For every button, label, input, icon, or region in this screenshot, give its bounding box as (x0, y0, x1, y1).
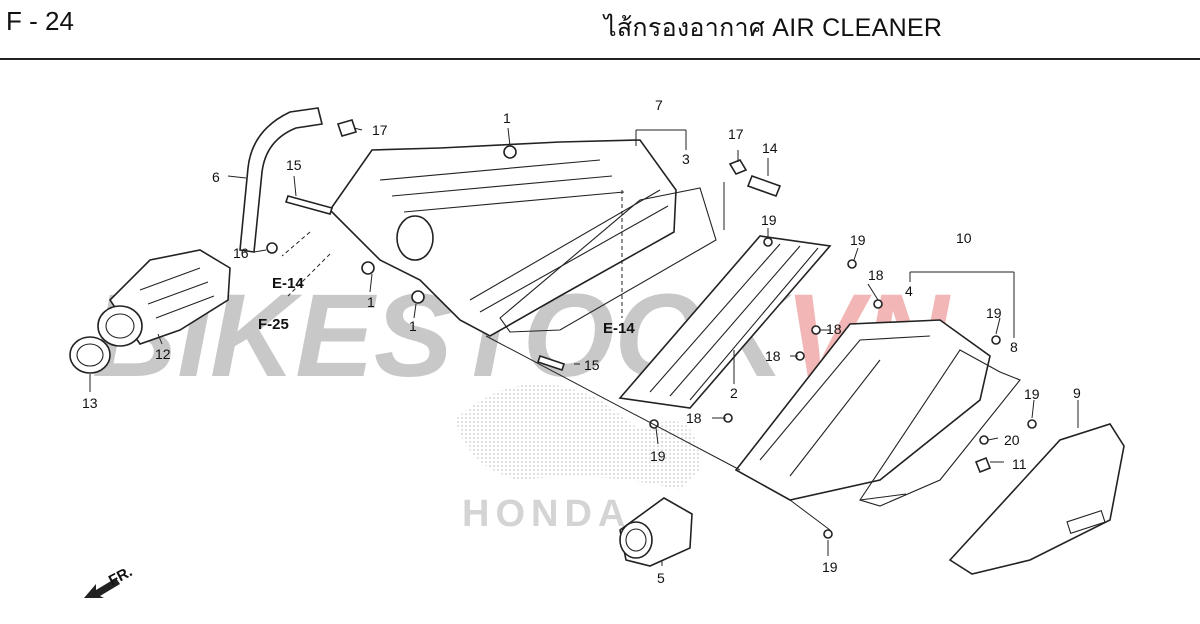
part-17-clip (336, 119, 358, 137)
page-code: F - 24 (6, 6, 74, 36)
callout-9: 9 (1073, 385, 1081, 401)
callout-2: 2 (730, 385, 738, 401)
part-4-cover (734, 319, 991, 501)
part-1-case (328, 139, 677, 337)
page-header: F - 24 ไส้กรองอากาศ AIR CLEANER (0, 0, 1200, 60)
ref-f25: F-25 (258, 316, 289, 333)
callout-13: 13 (82, 395, 98, 411)
ref-e14-left: E-14 (272, 275, 304, 292)
callout-19c: 19 (986, 305, 1002, 321)
callout-19e: 19 (650, 448, 666, 464)
callout-15a: 15 (286, 157, 302, 173)
callout-18b: 18 (826, 321, 842, 337)
honda-brand-text: HONDA (462, 493, 631, 535)
callout-19f: 19 (822, 559, 838, 575)
callout-17a: 17 (372, 122, 388, 138)
callout-4: 4 (905, 283, 913, 299)
callout-1c: 1 (409, 318, 417, 334)
callout-5: 5 (657, 570, 665, 586)
part-12-connecting-tube (97, 249, 231, 347)
part-14-drain-plug (746, 174, 782, 198)
callout-1a: 1 (503, 110, 511, 126)
callout-17b: 17 (728, 126, 744, 142)
callout-12: 12 (155, 346, 171, 362)
callout-18a: 18 (868, 267, 884, 283)
callout-18c: 18 (765, 348, 781, 364)
callout-19b: 19 (850, 232, 866, 248)
callout-8: 8 (1010, 339, 1018, 355)
callout-19d: 19 (1024, 386, 1040, 402)
callout-labels: 1 1 1 2 3 4 5 6 7 8 9 10 11 12 13 14 15 … (82, 97, 1081, 586)
case-port (396, 215, 434, 261)
callout-7: 7 (655, 97, 663, 113)
callout-15b: 15 (584, 357, 600, 373)
part-17-right-clip (728, 159, 748, 175)
callout-20: 20 (1004, 432, 1020, 448)
callout-10: 10 (956, 230, 972, 246)
reference-labels: E-14 F-25 E-14 (258, 275, 635, 337)
part-9-outer-cover (948, 423, 1125, 575)
callout-11: 11 (1012, 456, 1027, 472)
part-13-band (69, 336, 111, 374)
part-2-element (618, 235, 832, 409)
part-8-seal (859, 349, 1021, 507)
part-3-gasket (499, 187, 717, 333)
callout-19a: 19 (761, 212, 777, 228)
honda-wing-logo (455, 384, 700, 490)
assembly-lines (281, 182, 907, 531)
leader-lines (89, 127, 1079, 566)
callout-3: 3 (682, 151, 690, 167)
part-6-tube (239, 107, 323, 253)
callout-1b: 1 (367, 294, 375, 310)
ref-e14-center: E-14 (603, 320, 635, 337)
callout-6: 6 (212, 169, 220, 185)
front-indicator: FR. (84, 563, 135, 598)
callout-18d: 18 (686, 410, 702, 426)
screws (266, 145, 1037, 539)
callout-14: 14 (762, 140, 778, 156)
part-5-duct (619, 497, 693, 567)
page-title: ไส้กรองอากาศ AIR CLEANER (604, 14, 943, 42)
callout-16: 16 (233, 245, 249, 261)
